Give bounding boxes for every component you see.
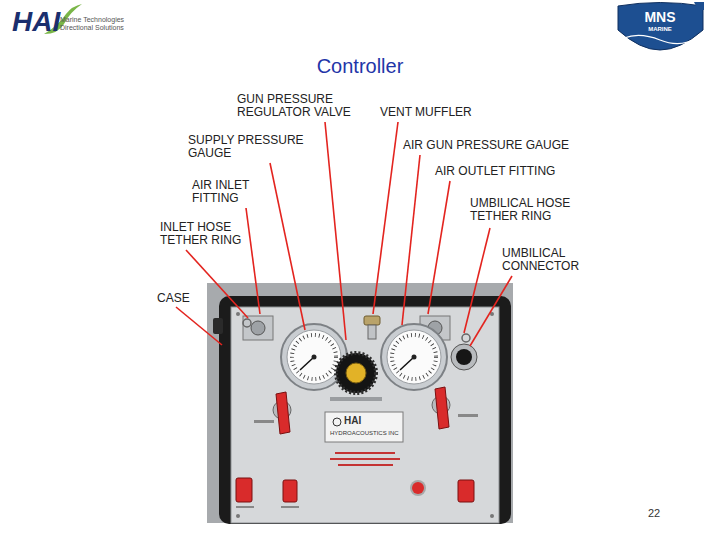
logo-text: MNS	[620, 9, 700, 25]
callout-label: AIR OUTLET FITTING	[435, 165, 555, 178]
plate-mark	[333, 418, 341, 426]
screw	[236, 312, 240, 316]
valve-lever	[435, 387, 449, 429]
callout-label: UMBILICAL HOSE TETHER RING	[470, 197, 585, 223]
tether-ring	[243, 319, 251, 327]
leader-line	[402, 155, 420, 325]
panel-marking	[458, 414, 478, 417]
logo-shield	[618, 3, 703, 51]
leader-line	[176, 307, 222, 345]
panel-marking	[281, 506, 299, 508]
leader-line	[464, 228, 490, 333]
regulator-label-strip	[330, 397, 382, 401]
leader-line	[428, 181, 450, 314]
callout-label: GUN PRESSURE REGULATOR VALVE	[237, 93, 377, 119]
callout-label: VENT MUFFLER	[380, 106, 472, 119]
panel-marking	[254, 420, 274, 423]
push-button	[412, 482, 424, 494]
leader-line	[270, 163, 305, 330]
screw	[490, 514, 494, 518]
callout-label: INLET HOSE TETHER RING	[160, 221, 250, 247]
plate-text: HAI	[344, 415, 361, 427]
logo-text: MARINE	[620, 26, 700, 33]
toggle-switch	[283, 480, 297, 502]
gauge-needle	[300, 357, 314, 370]
button-ring	[410, 480, 426, 496]
umbilical-connector-core	[456, 349, 472, 365]
gauge-hub	[412, 355, 417, 360]
gauge-ticks	[392, 335, 436, 379]
screw	[236, 514, 240, 518]
panel-marking	[236, 506, 254, 508]
supply-gauge-bezel	[281, 324, 347, 390]
regulator-cap	[346, 363, 366, 383]
vent-stem	[368, 325, 376, 339]
caution-marking	[330, 458, 400, 460]
callout-label: AIR INLET FITTING	[192, 179, 272, 205]
caution-marking	[338, 464, 393, 466]
logo-wave	[624, 35, 697, 43]
callout-label: AIR GUN PRESSURE GAUGE	[403, 139, 569, 152]
gauge-hub	[312, 355, 317, 360]
regulator-knob	[336, 353, 376, 393]
callout-label: CASE	[157, 292, 190, 305]
umbilical-connector	[451, 344, 477, 370]
gauge-needle	[400, 357, 414, 370]
caution-marking	[335, 452, 395, 454]
inlet-fitting	[243, 316, 273, 340]
gauge-ticks	[292, 335, 336, 379]
toggle-switch	[458, 480, 474, 502]
gun-gauge-bezel	[381, 324, 447, 390]
leader-line	[246, 208, 260, 314]
logo-flag	[694, 2, 704, 10]
plate-text: HYDROACOUSTICS INC	[330, 430, 399, 437]
inlet-fitting-port	[251, 321, 265, 335]
slide-title: Controller	[0, 54, 720, 78]
logo-tagline: Marine Technologies Directional Solution…	[60, 16, 138, 32]
panel	[231, 307, 499, 523]
case	[219, 296, 511, 524]
page-number: 22	[648, 507, 660, 520]
callout-label: SUPPLY PRESSURE GAUGE	[188, 134, 318, 160]
gun-gauge-face	[387, 330, 441, 384]
leader-line	[325, 122, 346, 340]
vent-muffler	[364, 316, 380, 325]
leader-line	[186, 250, 248, 318]
name-plate	[325, 412, 403, 442]
case-latch	[213, 318, 223, 334]
leader-line	[470, 276, 512, 346]
supply-gauge-face	[287, 330, 341, 384]
leader-line	[373, 122, 398, 314]
valve-lever	[276, 392, 290, 434]
tether-ring	[462, 334, 470, 342]
toggle-switch	[236, 478, 252, 502]
logo-text: HAI	[12, 6, 60, 38]
callout-label: UMBILICAL CONNECTOR	[502, 247, 587, 273]
